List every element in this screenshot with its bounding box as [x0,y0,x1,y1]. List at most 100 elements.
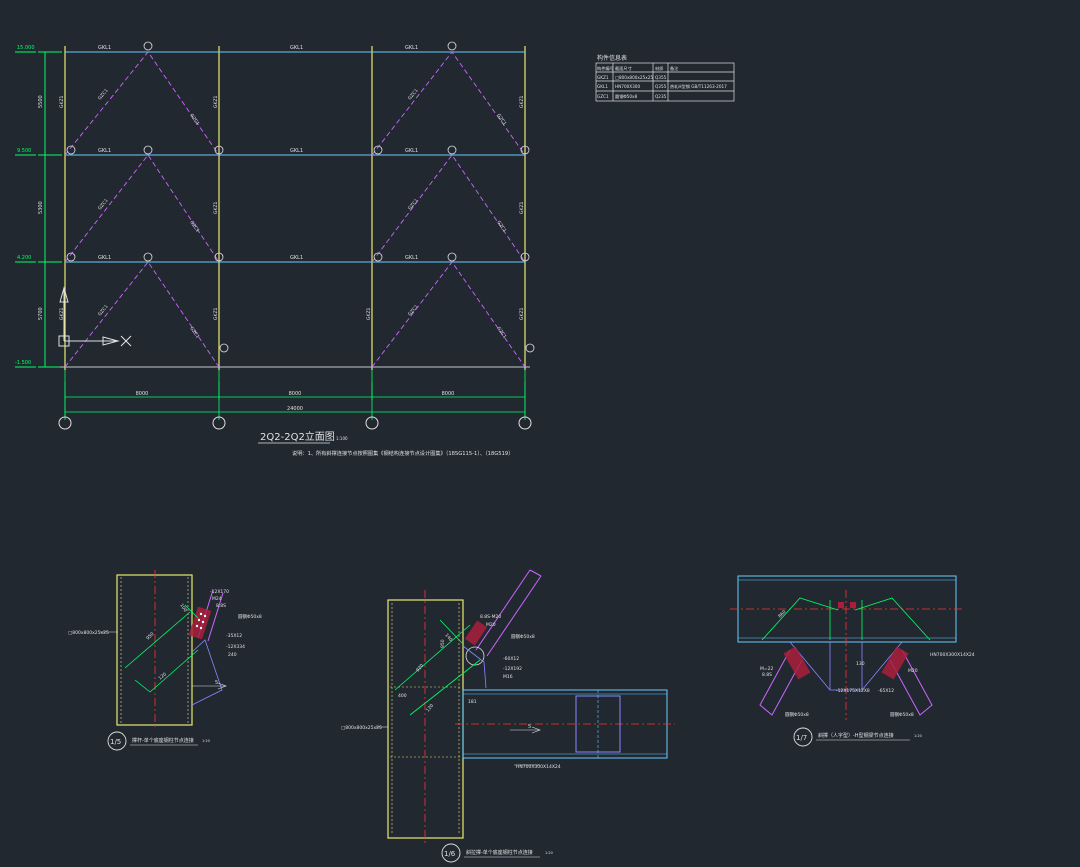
brace-label-4: GZC1 [495,113,507,127]
detail6-column [387,599,464,839]
col-label-8: GKZ1 [366,307,372,320]
col-label-2: GKZ1 [213,95,219,108]
elevation-drawing: 15.000 9.500 4.200 -1.500 5500 5300 5700 [15,41,535,457]
joint-markers [66,41,535,353]
brace-label-9: GZC1 [97,304,110,318]
columns [64,46,526,370]
beam-label-9: GKL1 [405,255,418,261]
table-cell-0-1: □800x800x25x25 [615,75,653,80]
brace-label-7: GZC1 [407,198,420,212]
detail5-label-3: 圆钢Φ50x8 [238,613,262,620]
beam-label-4: GKL1 [98,148,111,154]
detail6-scale: 1:20 [545,851,553,855]
span-dim-3: 8000 [442,391,455,397]
detail6-dim-1: 950 [440,639,446,648]
detail5-dim-0: 950 [145,631,155,641]
detail7-label-4: -65X12 [878,688,894,694]
table-cell-1-3: 热轧H型钢 GB/T11263-2017 [670,83,727,90]
col-label-9: GKZ1 [519,307,525,320]
elevation-note: 说明：1、所有斜撑连接节点按照图集《钢结构连接节点设计图集》（18SG115-1… [292,449,513,457]
detail-1-7: HN700X300X14X24 M=22 8.8S M20 -12X175X12… [730,575,975,747]
beam-label-5: GKL1 [290,148,303,154]
detail5-label-2: 8.8S [216,603,226,609]
detail-1-6: □800x800x25x25 HN700X300X14X24 8.8S-M20 … [341,569,675,863]
detail7-label-5: 圆钢Φ50x8 [785,711,809,718]
detail6-dim-2: 140 [443,632,453,643]
detail7-scale: 1:20 [914,734,922,738]
detail7-dim-0: 860 [777,609,787,619]
detail5-number: 1/5 [110,738,121,746]
col-label-7: GKZ1 [213,307,219,320]
beam-label-1: GKL1 [98,45,111,51]
detail7-label-3: -12X175X12X8 [836,688,870,694]
level-15000: 15.000 [17,45,35,51]
brace-label-1: GZC1 [97,88,110,102]
elevation-scale: 1:100 [336,436,348,441]
braces [64,51,526,368]
detail5-column [116,574,193,726]
table-header-2: 材质 [655,65,663,72]
detail6-label-5: M16 [503,674,513,680]
detail6-title: 斜拉撑-单个底座钢柱节点连接 [466,849,533,856]
detail7-label-6: 圆钢Φ50x8 [890,711,914,718]
detail7-beam-label: HN700X300X14X24 [930,652,975,658]
table-header-3: 备注 [670,65,679,72]
beam-label-3: GKL1 [405,45,418,51]
level-4200: 4.200 [17,255,31,261]
detail6-dim-0: 920 [415,663,425,674]
detail5-dim-1: 120 [157,671,168,681]
level-minus1500: -1.500 [15,360,31,366]
detail7-label-0: M=22 [760,666,774,672]
level-dim-1: 5500 [38,95,44,108]
brace-label-3: GZC1 [407,88,420,102]
detail-1-5: □800x800x25x25 -12X170 M24 8.8S 圆钢Φ50x8 … [68,570,262,751]
table-cell-0-0: GKZ1 [597,75,609,80]
detail6-section: 5 [528,724,531,730]
detail6-number: 1/6 [444,850,456,858]
col-label-4: GKZ1 [213,201,219,214]
table-header-1: 截面尺寸 [615,65,632,72]
col-label-6: GKZ1 [59,307,65,320]
detail6-dim-4: 120 [425,703,435,714]
detail5-label-1: M24 [212,596,222,602]
detail5-scale: 1:20 [202,739,210,743]
table-cell-1-1: HN700X300 [615,84,640,89]
detail6-label-1: M20 [486,622,496,628]
detail6-number-bubble [441,843,461,863]
elevation-title: 2Q2-2Q2立面图 [260,430,335,443]
detail5-label-4: -35X12 [226,633,242,639]
detail5-label-0: -12X170 [210,589,229,595]
detail5-column-label: □800x800x25x25 [68,630,109,636]
beam-label-6: GKL1 [405,148,418,154]
beam-label-7: GKL1 [98,255,111,261]
detail6-label-4: -12X192 [503,666,522,672]
brace-label-5: GZC1 [97,198,110,212]
brace-label-8: GZC1 [495,220,507,234]
axis-bubbles [58,416,532,430]
detail6-column-label: □800x800x25x25 [341,725,382,731]
level-markers [15,51,62,368]
brace-label-12: GZC1 [495,326,507,340]
table-cell-0-2: Q355 [655,75,667,80]
detail6-label-3: -60X12 [503,656,519,662]
detail5-dim-2: 100 [178,603,188,614]
table-cell-2-2: Q235 [655,94,667,99]
table-cell-1-0: GKL1 [597,84,608,89]
detail5-label-6: 240 [228,652,237,658]
table-cell-2-0: GZC1 [597,94,609,99]
beams [65,51,525,263]
total-dim: 24000 [287,406,303,412]
detail7-number: 1/7 [796,734,807,742]
detail6-label-0: 8.8S-M20 [480,614,501,620]
brace-label-2: GZC1 [188,113,200,127]
level-dim-3: 5700 [38,307,44,320]
table-header-0: 构件编号 [597,65,614,72]
level-dim-2: 5300 [38,201,44,214]
member-table: 构件信息表 构件编号 截面尺寸 材质 备注 GKZ1 □800x800x25x2… [595,54,735,102]
span-dim-2: 8000 [289,391,302,397]
detail5-title: 撑杆-单个底座钢柱节点连接 [132,737,194,744]
detail5-label-5: -12X334 [226,644,245,650]
detail6-label-2: 圆钢Φ50x8 [511,633,535,640]
brace-label-11: GZC1 [407,304,420,318]
table-cell-1-2: Q355 [655,84,667,89]
